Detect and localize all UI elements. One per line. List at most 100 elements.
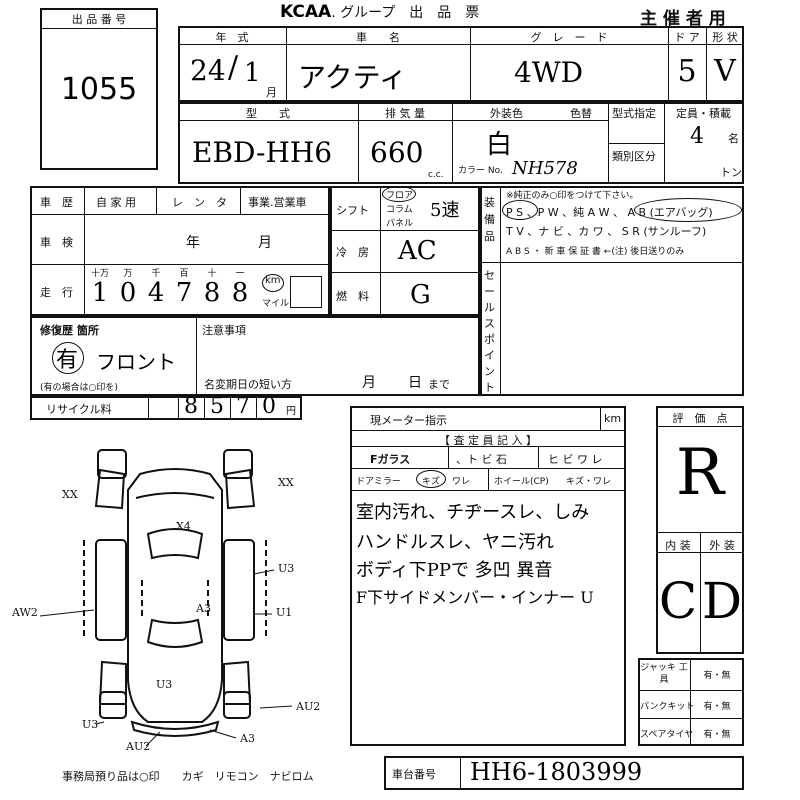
ps-circle (502, 200, 538, 220)
repair-label: 修復歴 箇所 (40, 324, 99, 337)
history-box (30, 186, 330, 316)
capacity-value: 4 (690, 124, 704, 149)
equipment-note: ※純正のみ○印をつけて下さい。 (506, 191, 639, 201)
mileage-place: 十万 (90, 269, 109, 279)
inspector-comment: ハンドルスレ、ヤニ汚れ (356, 532, 554, 553)
shift-label: シフト (336, 204, 369, 217)
interior-value: C (658, 572, 698, 630)
repair-circle (52, 342, 84, 374)
deadline-label: 名変期日の短い方 (204, 378, 292, 391)
recycle-digit: 8 (184, 394, 198, 419)
year-value: 24 (190, 54, 226, 87)
damage-mark: A3 (239, 732, 255, 745)
exterior-color-label: 外装色 (490, 107, 523, 120)
recycle-digit: 0 (262, 394, 276, 419)
ab-circle (634, 198, 742, 222)
mile-unit: マイル (262, 299, 290, 309)
damage-mark: AU2 (125, 740, 150, 753)
history-option-business: 事業.営業車 (248, 196, 307, 209)
km-unit: km (265, 275, 281, 286)
chassis-label: 車台番号 (392, 768, 436, 781)
damage-mark: U3 (156, 678, 172, 691)
recycle-digit: 7 (236, 394, 250, 419)
equipment-label: 装 備 品 (484, 196, 495, 243)
category-label: 類別区分 (612, 150, 656, 163)
rating-value: R (675, 436, 725, 510)
ac-value: AC (398, 236, 437, 266)
mileage-digit: 4 (147, 278, 165, 308)
color-no-label: カラー No. (458, 166, 503, 176)
chassis-box (384, 756, 744, 790)
load-unit: トン (720, 166, 742, 179)
glass-item: ヒ ビ ワ レ (548, 453, 603, 466)
inspector-box (350, 406, 626, 746)
exterior-label: 外 装 (709, 539, 735, 552)
extras-value: 有・無 (703, 730, 731, 740)
repair-location: フロント (96, 350, 176, 374)
windshield (146, 528, 204, 560)
rating-label: 評 価 点 (672, 412, 728, 425)
mileage-place: 千 (151, 269, 161, 279)
vehicle-diagram: XX XX X4 U3 A3 U1 AW2 U3 AU2 U3 AU2 A3 (11, 449, 320, 753)
extras-box (638, 658, 744, 746)
color-no-value: NH578 (512, 158, 578, 179)
equipment-line-3: A B S ・ 新 車 保 証 書 ←(注) 後日送りのみ (506, 247, 685, 257)
interior-label: 内 装 (665, 539, 691, 552)
organizer-label: 主 催 者 用 (640, 9, 726, 29)
month-value: 1 (244, 58, 261, 88)
grade-value: 4WD (514, 56, 584, 89)
meter-unit: km (604, 412, 622, 425)
fuel-label: 燃 料 (336, 290, 369, 303)
form-title: . グループ 出 品 票 (331, 5, 480, 21)
model-label: 型 式 (246, 107, 290, 120)
equipment-line-2: T V 、ナ ビ 、カ ワ 、 S R (サンルーフ) (506, 225, 707, 238)
lot-label: 出 品 番 号 (71, 13, 127, 26)
history-option-rental: レ ン タ (172, 196, 227, 209)
car-name-value: アクティ (298, 61, 407, 94)
damage-mark: AU2 (295, 700, 320, 713)
mileage-place: 十 (207, 269, 217, 279)
year-separator: / (228, 50, 239, 85)
damage-mark: U3 (278, 562, 294, 575)
shift-selection-circle (382, 186, 416, 202)
mirror-scratch-circle (416, 470, 446, 488)
fuel-value: G (410, 280, 431, 310)
damage-mark: X4 (176, 520, 191, 533)
damage-mark: A3 (195, 602, 211, 615)
inspector-comment: 室内汚れ、チヂースレ、しみ (356, 502, 590, 523)
inspection-month: 月 (258, 235, 272, 251)
mileage-place: 万 (123, 269, 133, 279)
damage-mark: XX (278, 476, 294, 489)
extras-value: 有・無 (703, 671, 731, 681)
header: KCAA. グループ 出 品 票 (280, 2, 479, 22)
color-change-label: 色替 (570, 107, 592, 120)
meter-label: 現メーター指示 (370, 414, 447, 427)
capacity-label: 定員・積載 (676, 107, 731, 120)
extras-label: ジャッキ 工 具 (640, 663, 688, 685)
inspector-comment: F下サイドメンバー・インナー U (356, 588, 594, 607)
mileage-unit-box (290, 276, 322, 308)
shift-option-panel: パネル (386, 219, 414, 229)
repair-value: 有 (56, 348, 79, 373)
damage-mark: AW2 (11, 606, 38, 619)
month-unit: 月 (266, 86, 277, 99)
mileage-digit: 7 (175, 278, 193, 308)
extras-label: パンクキット (640, 702, 695, 712)
shift-value: 5速 (430, 200, 460, 221)
doors-value: 5 (677, 54, 697, 89)
mileage-digit: 8 (203, 278, 221, 308)
repair-note: (有の場合は○印を) (40, 383, 118, 393)
extras-value: 有・無 (703, 702, 731, 712)
row1-box (178, 26, 744, 102)
mileage-label: 走 行 (40, 286, 73, 299)
shift-option-column: コラム (386, 205, 413, 215)
inspector-section-label: 【 査 定 員 記 入 】 (439, 434, 537, 447)
glass-label: Fガラス (370, 453, 411, 466)
history-option-private: 自 家 用 (96, 196, 136, 209)
repair-box (30, 316, 480, 396)
inspector-comment: ボディ下PPで 多凹 異音 (356, 560, 553, 581)
row2-box (178, 102, 744, 184)
damage-mark: U1 (276, 606, 292, 619)
inspection-year: 年 (186, 235, 200, 251)
equipment-box (480, 186, 744, 396)
